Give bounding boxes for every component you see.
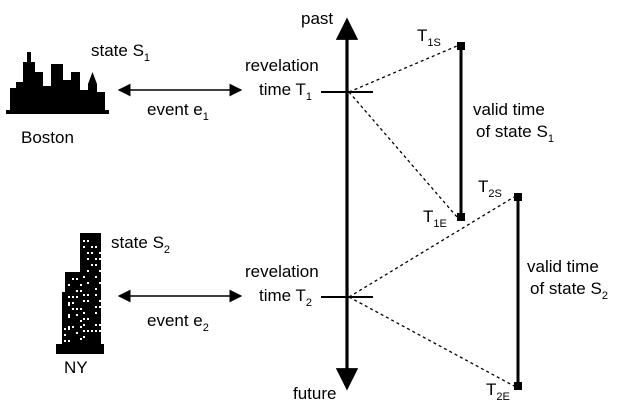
axis-future-label: future bbox=[293, 384, 336, 403]
boston-dotted-line-end bbox=[348, 91, 458, 218]
ny-end-label: T2E bbox=[486, 380, 510, 403]
boston-revelation-label-line2: time T1 bbox=[259, 80, 312, 103]
time-axis: past future bbox=[293, 9, 373, 403]
ny-dotted-line-end bbox=[348, 296, 515, 387]
axis-past-label: past bbox=[301, 9, 333, 28]
boston-event-label: event e1 bbox=[147, 100, 209, 123]
ny-start-label: T2S bbox=[478, 177, 502, 200]
ny-skyscraper-icon bbox=[56, 233, 104, 354]
ny-revelation-label-line2: time T2 bbox=[259, 286, 312, 309]
boston-skyline-icon bbox=[6, 52, 109, 114]
boston-city-label: Boston bbox=[21, 128, 74, 147]
boston-end-marker bbox=[457, 213, 465, 221]
boston-valid-label-line1: valid time bbox=[473, 100, 545, 119]
boston-state-label: state S1 bbox=[91, 41, 150, 64]
boston-dotted-line-start bbox=[348, 45, 458, 93]
boston-start-marker bbox=[457, 42, 465, 50]
boston-end-label: T1E bbox=[423, 207, 447, 230]
ny-end-marker bbox=[514, 382, 522, 390]
boston-valid-label-line2: of state S1 bbox=[476, 122, 554, 145]
boston-revelation-label-line1: revelation bbox=[245, 56, 319, 75]
boston-start-label: T1S bbox=[417, 26, 441, 49]
ny-city-label: NY bbox=[64, 358, 88, 377]
ny-dotted-line-start bbox=[348, 196, 515, 298]
ny-event-label: event e2 bbox=[147, 311, 209, 334]
ny-valid-label-line2: of state S2 bbox=[530, 279, 608, 302]
ny-state-label: state S2 bbox=[111, 233, 170, 256]
ny-valid-label-line1: valid time bbox=[527, 257, 599, 276]
ny-revelation-label-line1: revelation bbox=[245, 262, 319, 281]
ny-start-marker bbox=[514, 193, 522, 201]
